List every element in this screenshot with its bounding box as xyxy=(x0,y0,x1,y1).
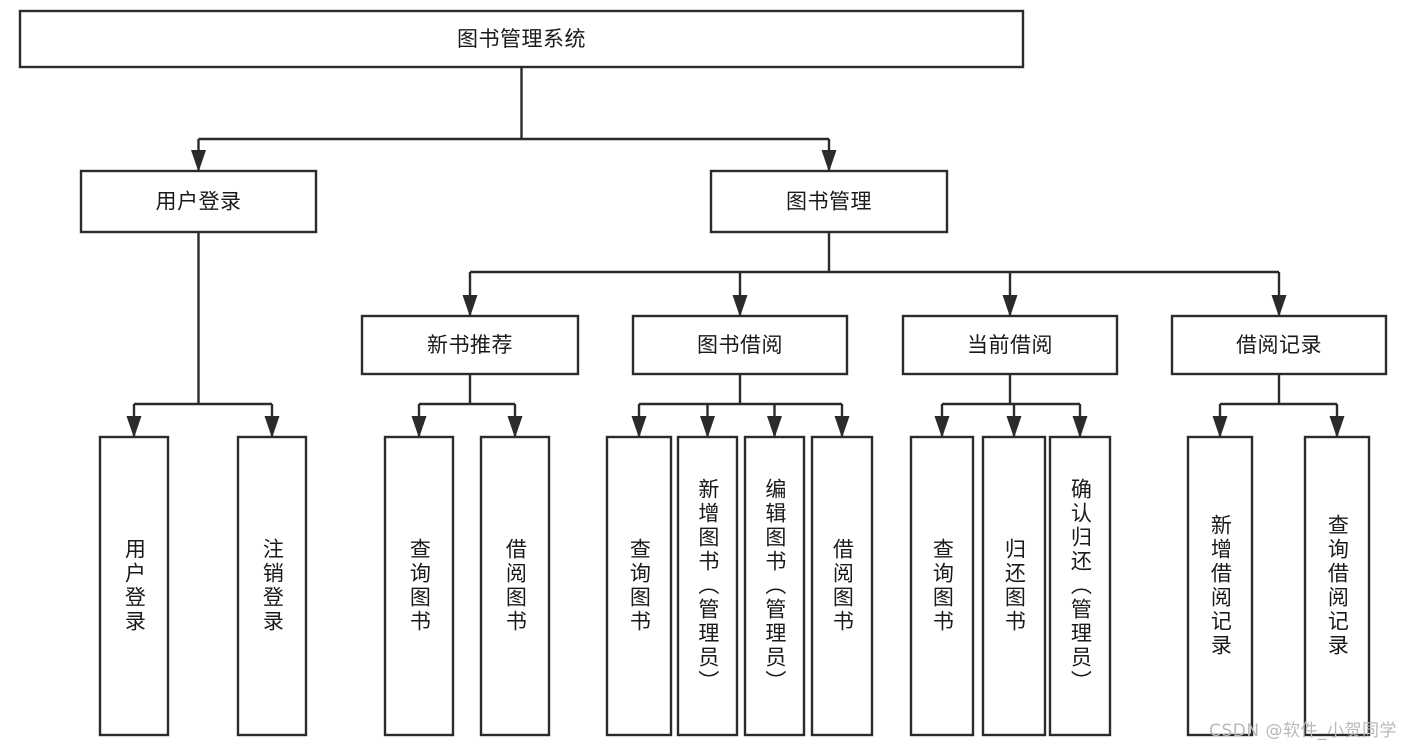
node-level2-0-label: 用户登录 xyxy=(156,190,242,214)
connectors-layer xyxy=(126,67,1345,438)
node-leaf-11-rect[interactable] xyxy=(1186,435,1254,737)
node-leaf-7[interactable] xyxy=(810,435,874,737)
node-level2-1[interactable]: 图书管理 xyxy=(709,169,949,234)
l3-2-arrow-2 xyxy=(1072,416,1088,438)
node-level3-2-label: 当前借阅 xyxy=(967,333,1053,357)
l3-2-arrow-0 xyxy=(934,416,950,438)
root-arrow-1 xyxy=(821,150,837,172)
node-leaf-6[interactable] xyxy=(743,435,806,737)
node-leaf-2[interactable] xyxy=(383,435,455,737)
node-leaf-2-rect[interactable] xyxy=(383,435,455,737)
node-leaf-0[interactable] xyxy=(98,435,170,737)
node-root-label: 图书管理系统 xyxy=(457,27,586,51)
node-leaf-4[interactable] xyxy=(605,435,673,737)
l3-2-arrow-1 xyxy=(1006,416,1022,438)
node-leaf-8-rect[interactable] xyxy=(909,435,975,737)
l3-1-arrow-3 xyxy=(834,416,850,438)
node-leaf-1[interactable] xyxy=(236,435,308,737)
node-leaf-0-rect[interactable] xyxy=(98,435,170,737)
l3-0-arrow-0 xyxy=(411,416,427,438)
l3-1-arrow-0 xyxy=(631,416,647,438)
node-leaf-12[interactable] xyxy=(1303,435,1371,737)
node-leaf-4-rect[interactable] xyxy=(605,435,673,737)
node-leaf-8[interactable] xyxy=(909,435,975,737)
node-level2-0[interactable]: 用户登录 xyxy=(79,169,318,234)
node-level3-1-rect[interactable] xyxy=(631,314,849,376)
node-leaf-5-rect[interactable] xyxy=(676,435,739,737)
l3-3-arrow-0 xyxy=(1212,416,1228,438)
node-leaf-5[interactable] xyxy=(676,435,739,737)
node-leaf-9-rect[interactable] xyxy=(981,435,1047,737)
node-level2-1-label: 图书管理 xyxy=(786,190,872,214)
node-level3-0-label: 新书推荐 xyxy=(427,333,513,357)
mgmt-arrow-2 xyxy=(1002,295,1018,317)
node-leaf-12-rect[interactable] xyxy=(1303,435,1371,737)
node-level3-0-rect[interactable] xyxy=(360,314,580,376)
node-leaf-3[interactable] xyxy=(479,435,551,737)
node-leaf-10[interactable] xyxy=(1048,435,1112,737)
mgmt-arrow-1 xyxy=(732,295,748,317)
node-leaf-11[interactable] xyxy=(1186,435,1254,737)
login-arrow-0 xyxy=(126,416,142,438)
node-level3-3-label: 借阅记录 xyxy=(1236,333,1322,357)
node-level2-0-rect[interactable] xyxy=(79,169,318,234)
node-root-rect[interactable] xyxy=(18,9,1025,69)
l3-1-arrow-2 xyxy=(767,416,782,438)
node-level3-0[interactable]: 新书推荐 xyxy=(360,314,580,376)
node-leaf-3-rect[interactable] xyxy=(479,435,551,737)
mgmt-arrow-3 xyxy=(1271,295,1287,317)
login-arrow-1 xyxy=(264,416,280,438)
node-level3-2[interactable]: 当前借阅 xyxy=(901,314,1119,376)
node-level2-1-rect[interactable] xyxy=(709,169,949,234)
watermark-text: CSDN @软件_小贺同学 xyxy=(1209,721,1397,741)
l3-3-arrow-1 xyxy=(1329,416,1345,438)
node-level3-3-rect[interactable] xyxy=(1170,314,1388,376)
node-leaf-1-rect[interactable] xyxy=(236,435,308,737)
l3-0-arrow-1 xyxy=(507,416,523,438)
node-root[interactable]: 图书管理系统 xyxy=(18,9,1025,69)
node-leaf-9[interactable] xyxy=(981,435,1047,737)
node-leaf-7-rect[interactable] xyxy=(810,435,874,737)
mgmt-arrow-0 xyxy=(462,295,478,317)
node-level3-2-rect[interactable] xyxy=(901,314,1119,376)
node-level3-1-label: 图书借阅 xyxy=(697,333,783,357)
node-leaf-6-rect[interactable] xyxy=(743,435,806,737)
root-arrow-0 xyxy=(191,150,206,172)
node-level3-1[interactable]: 图书借阅 xyxy=(631,314,849,376)
l3-1-arrow-1 xyxy=(700,416,715,438)
node-leaf-10-rect[interactable] xyxy=(1048,435,1112,737)
node-level3-3[interactable]: 借阅记录 xyxy=(1170,314,1388,376)
